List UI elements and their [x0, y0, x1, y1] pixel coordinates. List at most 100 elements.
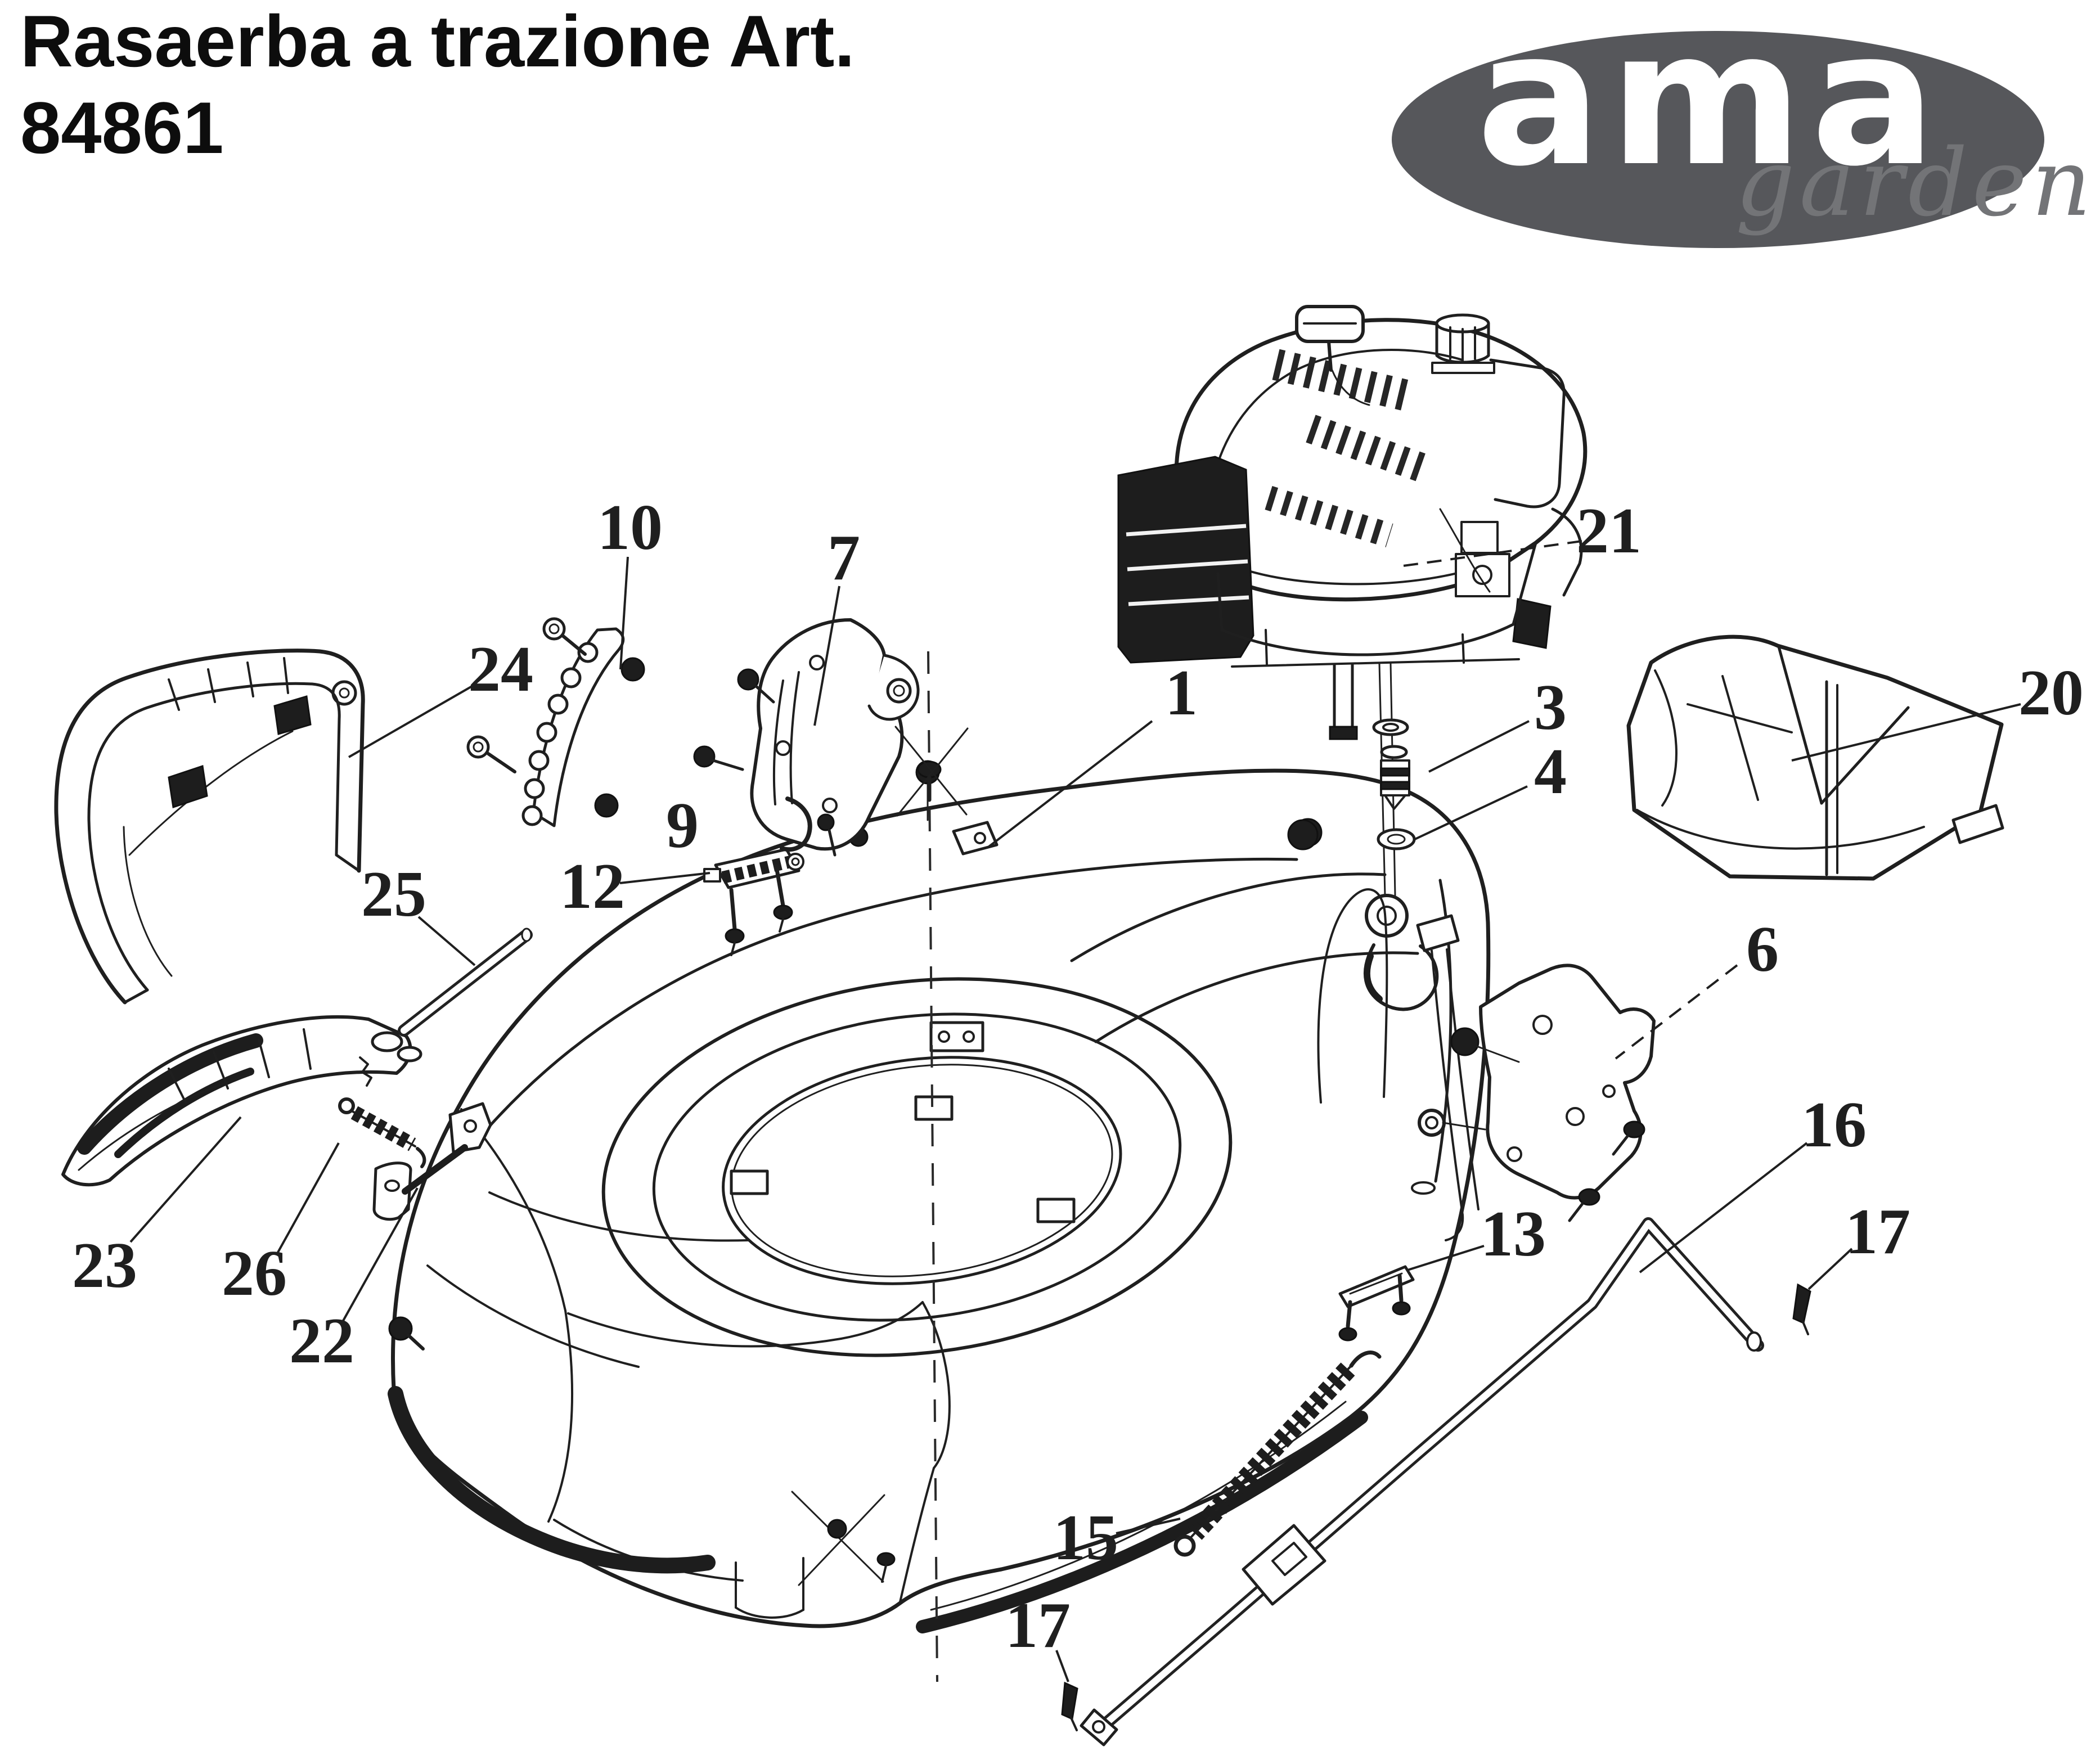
- part-number-c3: 3: [1534, 672, 1567, 744]
- spacer-ring: [1380, 745, 1408, 759]
- part-number-c21: 21: [1576, 495, 1642, 567]
- screw: [1338, 1300, 1357, 1342]
- screw: [1392, 1273, 1411, 1316]
- leader-line-c16: [1639, 1142, 1808, 1273]
- engine-shroud: [1174, 318, 1588, 602]
- screw: [876, 1552, 896, 1567]
- height-adjust-rod-part-16: [1080, 1217, 1764, 1747]
- rod-foot: [1080, 1708, 1118, 1747]
- part-number-c9: 9: [666, 790, 699, 862]
- part-number-c17a: 17: [1845, 1196, 1910, 1268]
- rear-skirt-trim: [916, 1411, 1368, 1633]
- fastener-stack-parts-3-4: [1287, 718, 1416, 850]
- leader-line-c1: [988, 720, 1153, 848]
- hinge-peg: [397, 1046, 422, 1063]
- muffler-louvers: [1126, 524, 1249, 606]
- screw: [827, 1519, 847, 1539]
- clamp-bar-part-12: [703, 796, 812, 956]
- part-number-c26: 26: [222, 1237, 287, 1309]
- carburetor-assembly: [1439, 507, 1583, 649]
- leader-line-c13: [1407, 1245, 1485, 1271]
- part-number-c12: 12: [560, 850, 625, 922]
- rear-hinge-arms: [1411, 914, 1480, 1241]
- part-number-c7: 7: [828, 522, 860, 594]
- frame-roller: [331, 680, 357, 706]
- discharge-chute-illustration: [1626, 634, 2004, 881]
- rod-clamp: [1242, 1524, 1326, 1606]
- deck-centerline: [927, 651, 938, 1682]
- page-title-line-1: Rasaerba a trazione Art.: [20, 0, 855, 82]
- logo-ellipse: [1392, 31, 2044, 248]
- part-number-c15: 15: [1053, 1502, 1118, 1574]
- leader-line-c4: [1414, 785, 1528, 840]
- vent-slots-lower: [1265, 485, 1393, 548]
- vent-slots-mid: [1306, 415, 1434, 484]
- vent-slots-upper: [1272, 349, 1417, 413]
- part-number-c22: 22: [289, 1305, 354, 1377]
- part-number-c17b: 17: [1005, 1590, 1071, 1662]
- cotter-pin-bottom: [1061, 1681, 1078, 1731]
- leader-line-c7: [813, 586, 840, 726]
- leader-line-c22: [342, 1187, 419, 1321]
- leader-line-c20: [1791, 703, 2021, 762]
- frame-ribs: [168, 657, 289, 711]
- bolt: [388, 1316, 413, 1341]
- knob-nut: [1287, 819, 1319, 850]
- muffler: [1117, 456, 1254, 664]
- mount-bracket-part-7: [693, 618, 969, 857]
- deck-discharge-tunnel-lines: [1070, 872, 1453, 1183]
- leader-line-c17a: [1807, 1248, 1853, 1290]
- leader-line-c21: [1395, 540, 1582, 568]
- frame-grip-pad: [168, 765, 208, 808]
- link-part-13: [1338, 1265, 1415, 1342]
- rack-teeth: [521, 642, 599, 826]
- recoil-starter-handle: [1295, 305, 1370, 406]
- part-number-c23: 23: [72, 1230, 137, 1302]
- part-number-c1: 1: [1165, 657, 1198, 729]
- part-number-c6: 6: [1746, 913, 1779, 985]
- part-number-c16: 16: [1801, 1089, 1867, 1161]
- pivot-rod-part-25: [398, 928, 533, 1037]
- engine-illustration: [1117, 305, 1588, 740]
- leader-line-c12: [619, 872, 711, 884]
- leader-line-c15: [1116, 1518, 1181, 1534]
- part-number-c25: 25: [361, 858, 426, 930]
- deck-panel-lines: [426, 1108, 951, 1619]
- crankshaft: [1329, 663, 1358, 740]
- logo-brand-text: ama: [1476, 0, 1944, 207]
- valve-fitting: [1380, 759, 1410, 810]
- tension-spring-part-15: [1173, 1351, 1382, 1557]
- part-number-c20: 20: [2018, 657, 2084, 729]
- fuel-tank: [1489, 358, 1566, 508]
- serrated-rack-part-10: [466, 617, 645, 827]
- leader-line-c23: [129, 1116, 242, 1243]
- front-bumper-trim: [388, 1386, 716, 1574]
- leader-line-c24: [348, 683, 476, 758]
- bracket-plate-part-6: [1418, 964, 1656, 1222]
- fuel-cap: [1431, 313, 1495, 374]
- brand-logo: ama garden: [1392, 0, 2091, 248]
- part-number-c24: 24: [468, 633, 533, 705]
- leader-line-c17b: [1055, 1650, 1069, 1682]
- hinge-peg: [371, 1031, 403, 1052]
- nut: [1450, 1027, 1480, 1056]
- hinge-bracket-part-22: [372, 1102, 492, 1221]
- blade-mount-tabs: [730, 1021, 1076, 1223]
- deck-top-rim: [485, 857, 1298, 1131]
- mower-deck-illustration: [388, 651, 1491, 1682]
- leader-line-c25: [417, 916, 476, 966]
- bolt: [1612, 1120, 1645, 1156]
- leader-line-c3: [1428, 720, 1530, 773]
- leader-line-c6: [1615, 964, 1738, 1060]
- part-number-c10: 10: [597, 492, 663, 564]
- bolt: [1568, 1188, 1600, 1222]
- cotter-pin-right: [1792, 1283, 1811, 1335]
- frame-grip-pad: [273, 695, 312, 735]
- engine-base: [1216, 541, 1537, 668]
- ring-nut: [1418, 1109, 1446, 1137]
- part-number-c13: 13: [1481, 1198, 1546, 1270]
- screw: [725, 888, 745, 956]
- deck-outline: [391, 768, 1491, 1628]
- catcher-frame-part-24: [54, 649, 365, 1005]
